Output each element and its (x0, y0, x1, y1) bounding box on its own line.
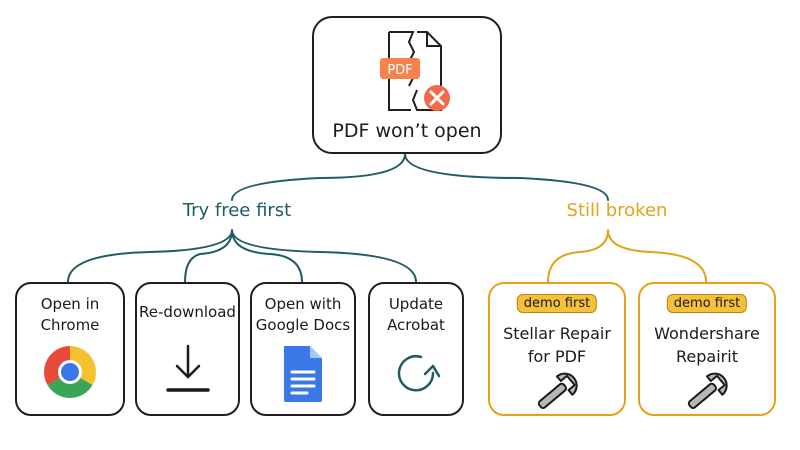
connector-broken-leaves (547, 229, 707, 283)
broken-pdf-icon: PDF (380, 31, 450, 111)
root-node: PDF PDF won’t open (312, 16, 502, 154)
leaf-label: Update Acrobat (387, 295, 445, 334)
leaf-label: Wondershare Repairit (654, 324, 760, 366)
leaf-open-with-google-docs: Open with Google Docs (250, 282, 356, 416)
demo-first-badge: demo first (666, 294, 748, 313)
pdf-tag-text: PDF (387, 63, 412, 78)
refresh-icon (397, 355, 441, 392)
leaf-wondershare-repairit: demo first Wondershare Repairit (638, 282, 776, 416)
leaf-stellar-repair: demo first Stellar Repair for PDF (488, 282, 626, 416)
leaf-label: Open in Chrome (40, 295, 100, 334)
demo-first-badge: demo first (516, 294, 598, 313)
download-icon (165, 344, 210, 392)
connector-free-leaves (67, 229, 417, 283)
chrome-icon (44, 346, 96, 398)
root-label: PDF won’t open (332, 120, 482, 142)
leaf-label: Open with Google Docs (255, 295, 351, 334)
branch-label-broken: Still broken (566, 200, 668, 221)
branch-label-free: Try free first (182, 200, 292, 221)
wrench-icon (537, 372, 578, 409)
leaf-re-download: Re-download (135, 282, 240, 416)
leaf-update-acrobat: Update Acrobat (368, 282, 464, 416)
connector-root-free (231, 153, 406, 201)
wrench-icon (687, 372, 728, 409)
leaf-label: Stellar Repair for PDF (503, 324, 611, 366)
leaf-open-in-chrome: Open in Chrome (15, 282, 125, 416)
google-docs-icon (284, 346, 322, 402)
connector-root-broken (404, 153, 609, 201)
leaf-label: Re-download (139, 303, 236, 321)
